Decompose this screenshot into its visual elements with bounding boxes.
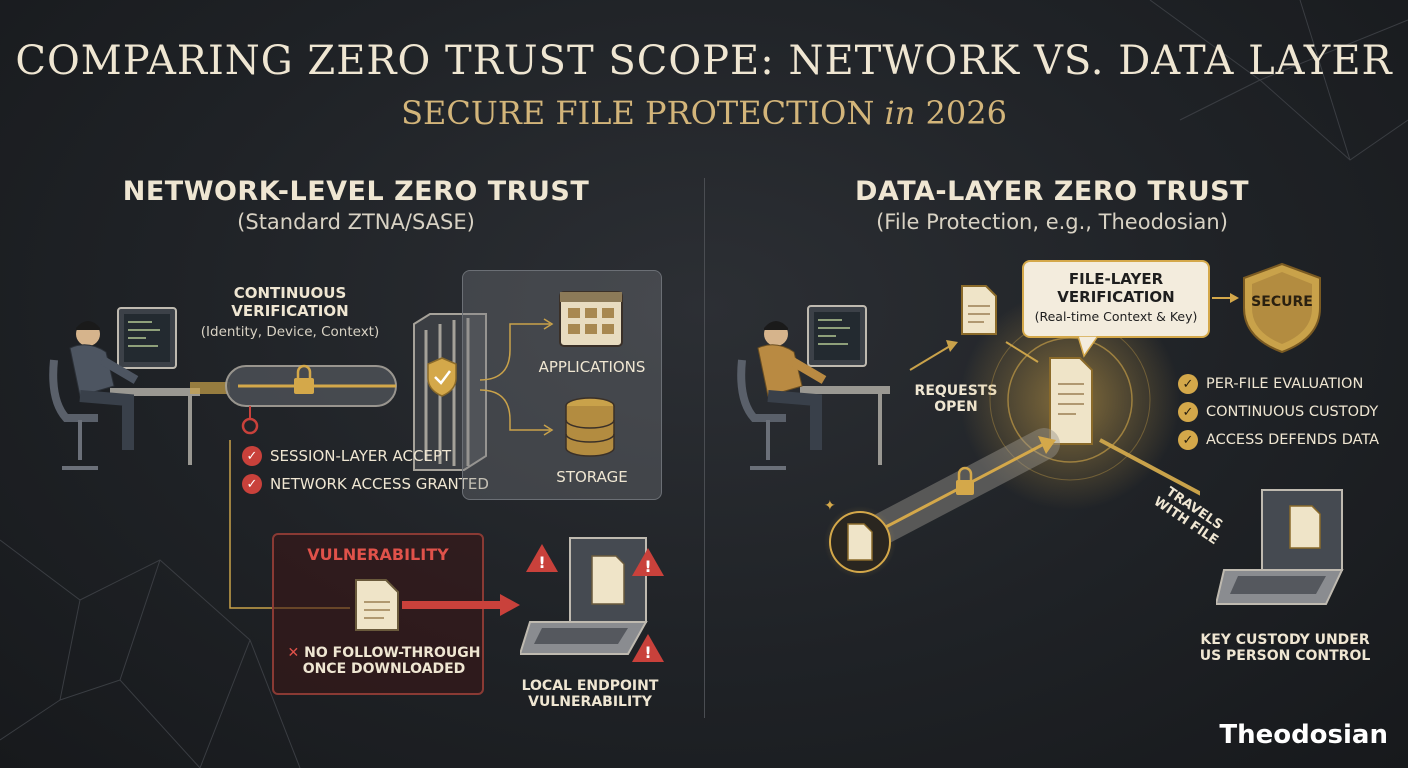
check-icon: ✓ [1178,430,1198,450]
right-heading: DATA-LAYER ZERO TRUST [855,176,1249,207]
check-icon: ✓ [1178,402,1198,422]
network-tunnel-diagram [190,313,487,609]
data-layer-flow-diagram: ✦ [824,285,1200,578]
applications-label: APPLICATIONS [538,358,646,376]
vulnerability-label: VULNERABILITY [307,545,449,564]
endpoint-laptop-icon: ! ! ! [520,537,664,662]
user-workstation-icon [49,307,200,470]
check-icon: ✓ [1178,374,1198,394]
right-subheading: (File Protection, e.g., Theodosian) [876,210,1228,234]
check-icon: ✓ [242,446,262,466]
downloaded-file-icon [355,579,520,631]
feature-defends: ✓ACCESS DEFENDS DATA [1178,430,1379,450]
callout-pointer [1077,336,1099,358]
brand-logo: Theodosian [1219,720,1388,750]
check-icon: ✓ [242,474,262,494]
secure-shield-icon [1243,262,1321,354]
user-workstation-icon-2 [737,305,890,470]
secure-label: SECURE [1251,294,1313,310]
verification-detail: (Identity, Device, Context) [200,324,380,340]
file-verification-box: FILE-LAYER VERIFICATION (Real-time Conte… [1022,260,1210,338]
left-subheading: (Standard ZTNA/SASE) [237,210,475,234]
svg-text:!: ! [538,553,545,572]
resources-connectors [479,291,623,457]
secure-laptop-icon [1216,489,1344,605]
page-subtitle: SECURE FILE PROTECTION in 2026 [401,94,1007,132]
check-session-accept: ✓SESSION-LAYER ACCEPT [242,446,451,466]
svg-text:!: ! [644,557,651,576]
page-title: COMPARING ZERO TRUST SCOPE: NETWORK VS. … [15,38,1393,84]
feature-custody: ✓CONTINUOUS CUSTODY [1178,402,1378,422]
left-heading: NETWORK-LEVEL ZERO TRUST [122,176,590,207]
check-network-access: ✓NETWORK ACCESS GRANTED [242,474,489,494]
verify-arrow [1212,293,1239,303]
feature-per-file: ✓PER-FILE EVALUATION [1178,374,1363,394]
storage-label: STORAGE [556,468,628,486]
svg-text:!: ! [644,643,651,662]
section-divider [704,178,705,718]
svg-text:✦: ✦ [824,498,836,514]
